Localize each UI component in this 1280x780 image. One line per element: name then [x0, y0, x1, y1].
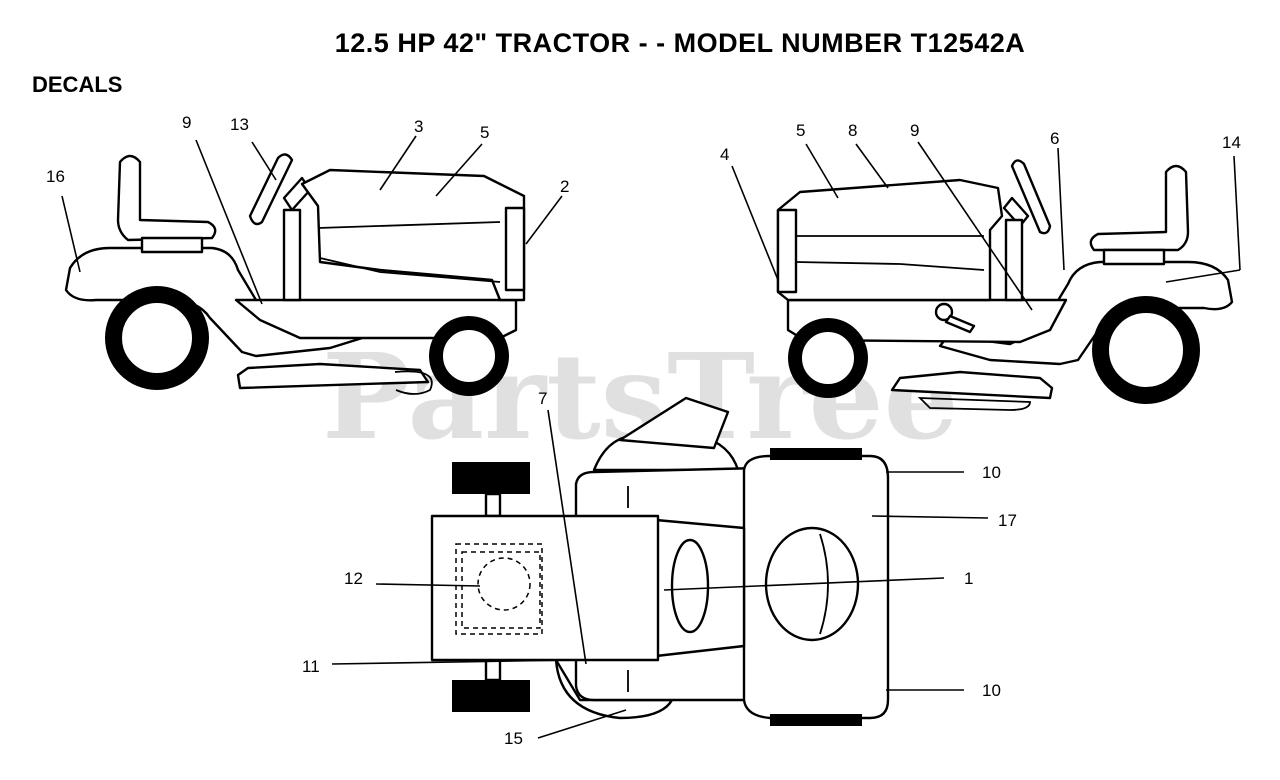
- callout-9-left: 9: [182, 113, 191, 132]
- leader-lines: [61, 135, 1241, 739]
- callout-4: 4: [720, 145, 729, 164]
- tractor-left-side-view: [64, 153, 526, 396]
- tractor-right-side-view: [776, 159, 1234, 411]
- callout-8: 8: [848, 121, 857, 140]
- callout-1: 1: [964, 569, 973, 588]
- callout-labels: 16 9 13 3 5 2 4 5 8 9 6 14 7 10 17 12 1 …: [46, 113, 1241, 748]
- tractor-top-view: [430, 396, 890, 726]
- callout-10-top: 10: [982, 463, 1001, 482]
- callout-14: 14: [1222, 133, 1241, 152]
- callout-5-left: 5: [480, 123, 489, 142]
- callout-13: 13: [230, 115, 249, 134]
- callout-16: 16: [46, 167, 65, 186]
- diagram-title: 12.5 HP 42" TRACTOR - - MODEL NUMBER T12…: [334, 28, 1026, 58]
- callout-12: 12: [344, 569, 363, 588]
- callout-2: 2: [560, 177, 569, 196]
- callout-17: 17: [998, 511, 1017, 530]
- callout-11: 11: [302, 657, 320, 676]
- callout-7: 7: [538, 389, 547, 408]
- callout-10-bottom: 10: [982, 681, 1001, 700]
- callout-15: 15: [504, 729, 523, 748]
- callout-3: 3: [414, 117, 423, 136]
- callout-5-right: 5: [796, 121, 805, 140]
- section-label: DECALS: [32, 72, 123, 97]
- callout-6: 6: [1050, 129, 1059, 148]
- callout-9-right: 9: [910, 121, 919, 140]
